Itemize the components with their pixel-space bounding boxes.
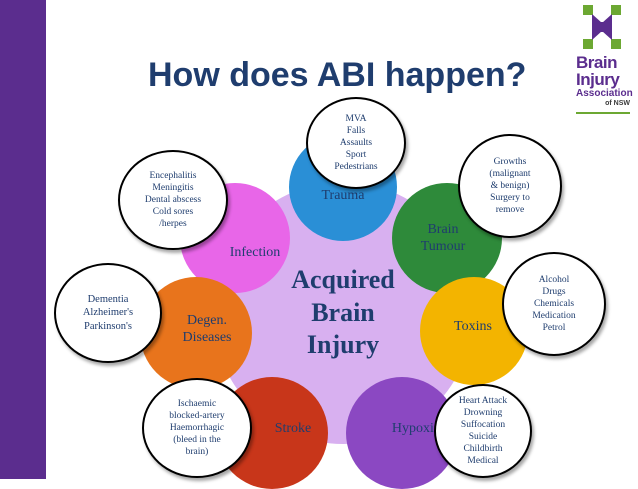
petal-degen-label: Degen. Diseases — [182, 312, 232, 346]
petal-tumour-label: Brain Tumour — [420, 221, 466, 255]
bubble-tumour-causes: Growths (malignant & benign) Surgery to … — [458, 134, 562, 238]
cross-tiles-logo-icon — [583, 5, 621, 49]
bubble-infection-text: Encephalitis Meningitis Dental abscess C… — [144, 170, 202, 230]
bubble-stroke-causes: Ischaemic blocked-artery Haemorrhagic (b… — [142, 378, 252, 478]
bubble-toxins-text: Alcohol Drugs Chemicals Medication Petro… — [532, 274, 576, 334]
petal-hypoxia-label: Hypoxia — [391, 421, 441, 437]
bubble-degen-causes: Dementia Alzheimer's Parkinson's — [54, 263, 162, 363]
bubble-hypoxia-causes: Heart Attack Drowning Suffocation Suicid… — [434, 384, 532, 478]
logo-underline — [576, 112, 630, 114]
logo-text-of-nsw: of NSW — [605, 100, 630, 107]
bubble-toxins-causes: Alcohol Drugs Chemicals Medication Petro… — [502, 252, 606, 356]
petal-trauma-label: Trauma — [321, 188, 365, 204]
bubble-tumour-text: Growths (malignant & benign) Surgery to … — [489, 156, 531, 216]
slide-title: How does ABI happen? — [148, 56, 527, 94]
logo-wordmark: Brain Injury Association of NSW — [576, 53, 633, 107]
bubble-trauma-text: MVA Falls Assaults Sport Pedestrians — [334, 113, 378, 173]
petal-infection-label: Infection — [229, 245, 281, 261]
bubble-stroke-text: Ischaemic blocked-artery Haemorrhagic (b… — [169, 398, 225, 458]
logo-text-injury: Injury — [576, 70, 620, 89]
logo-text-association: Association — [576, 88, 633, 99]
bubble-trauma-causes: MVA Falls Assaults Sport Pedestrians — [306, 97, 406, 189]
petal-stroke-label: Stroke — [274, 421, 312, 437]
left-sidebar-bar — [0, 0, 46, 479]
center-label: Acquired Brain Injury — [291, 265, 395, 360]
petal-toxins-label: Toxins — [454, 319, 492, 335]
brain-injury-association-logo: Brain Injury Association of NSW — [574, 0, 633, 128]
bubble-infection-causes: Encephalitis Meningitis Dental abscess C… — [118, 150, 228, 250]
bubble-hypoxia-text: Heart Attack Drowning Suffocation Suicid… — [458, 395, 508, 467]
logo-text-brain: Brain — [576, 53, 617, 72]
bubble-degen-text: Dementia Alzheimer's Parkinson's — [82, 293, 134, 332]
